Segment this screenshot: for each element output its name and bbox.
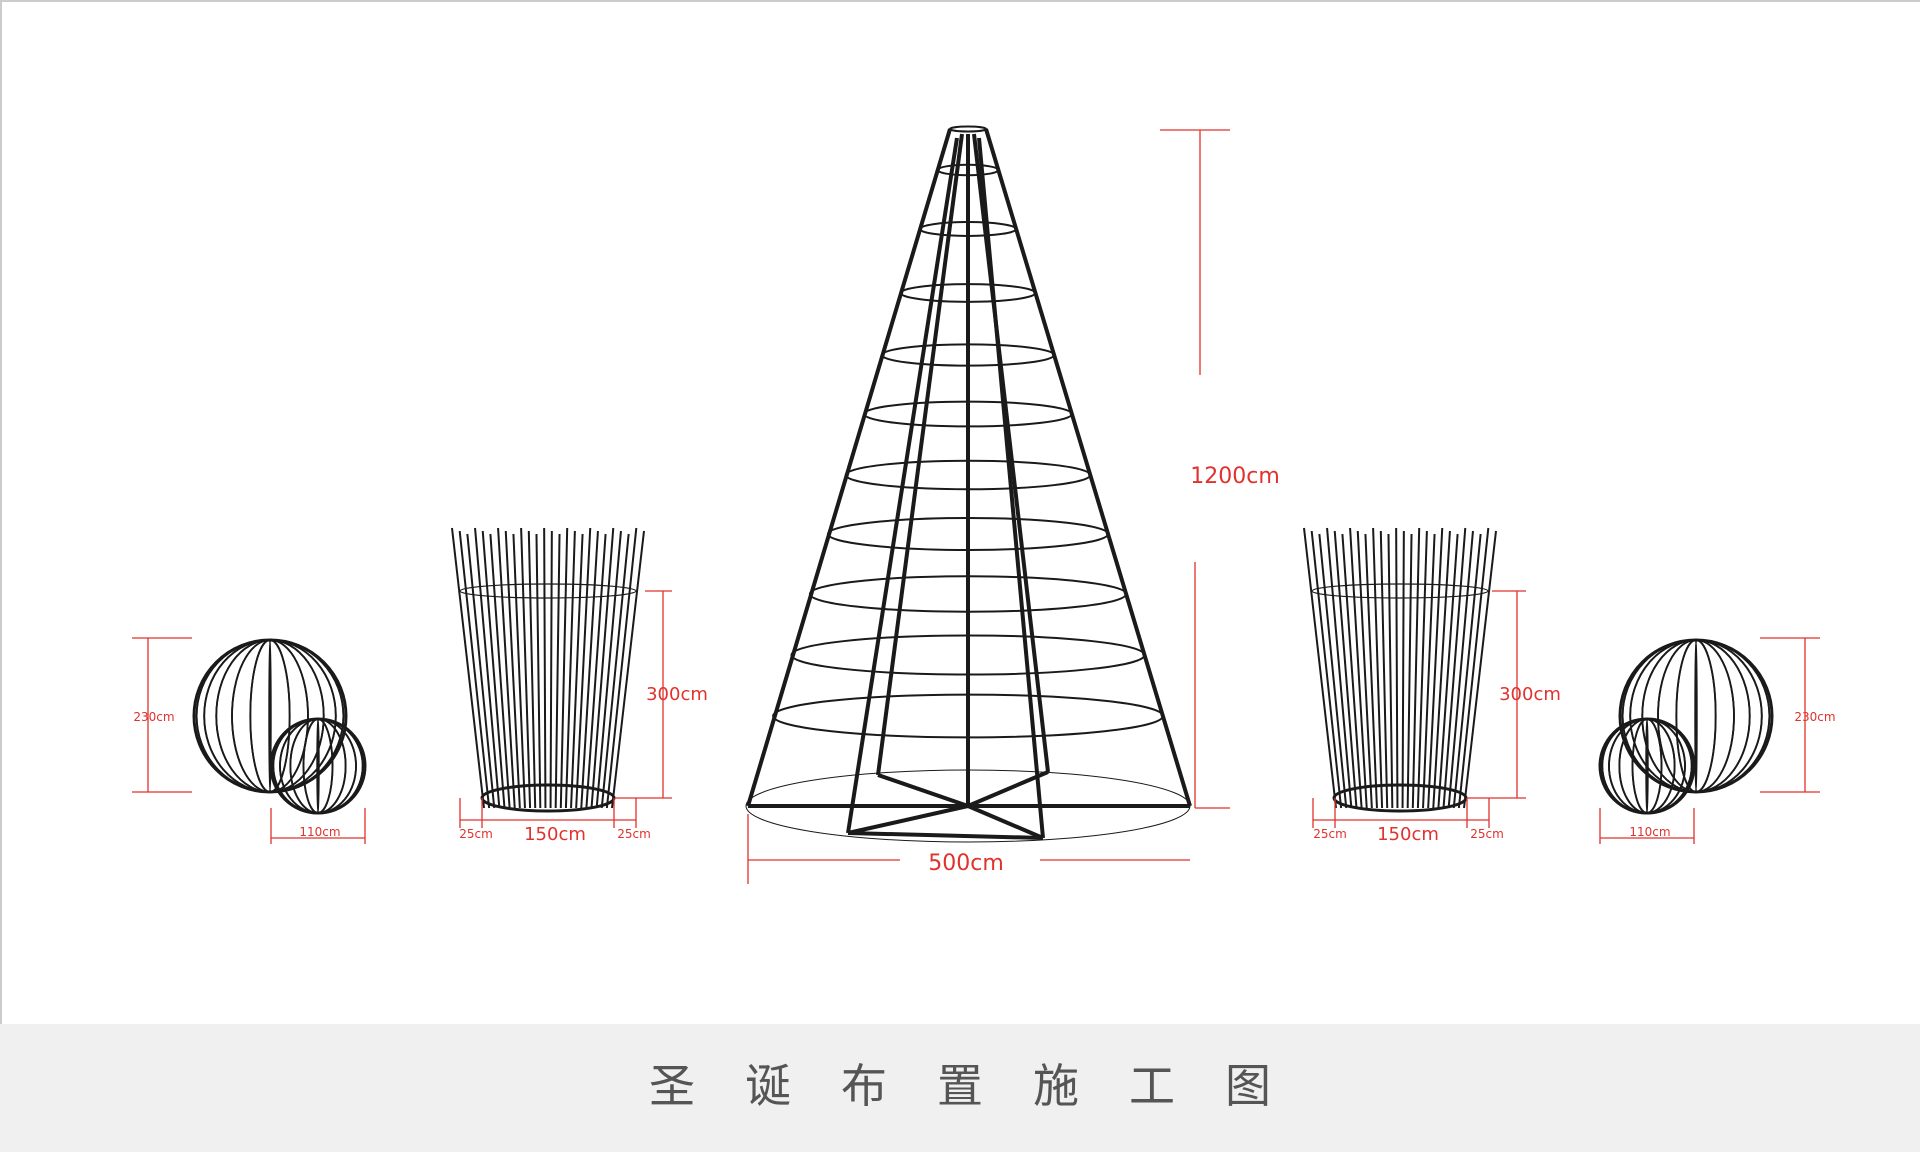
right-basket-height-label: 300cm — [1499, 684, 1561, 705]
basket-rod — [580, 530, 599, 809]
basket-rod — [570, 533, 584, 809]
basket-rod — [575, 527, 592, 809]
basket-rod — [1303, 527, 1337, 809]
left-large-sphere — [192, 638, 348, 794]
drawing-title: 圣诞布置施工图 — [649, 1059, 1321, 1113]
basket-rod — [1372, 527, 1384, 809]
right-sphere-width-label: 110cm — [1629, 825, 1670, 839]
right-basket-dimensions: 300cm 25cm 150cm 25cm — [1312, 590, 1561, 845]
right-large-sphere — [1618, 638, 1774, 794]
left-sphere-dimensions: 230cm 110cm — [132, 637, 366, 844]
tree-top-ring — [949, 125, 987, 133]
basket-rod — [1379, 530, 1389, 809]
basket-rod — [1333, 530, 1358, 809]
sphere-meridian — [1694, 639, 1698, 793]
basket-rod — [605, 527, 638, 809]
basket-rod — [543, 527, 547, 809]
left-small-sphere — [269, 717, 367, 815]
sphere-meridian — [1645, 718, 1649, 814]
basket-rod — [559, 527, 569, 809]
tree-height-dimension: 1200cm — [1160, 129, 1280, 809]
sphere-meridian — [1621, 639, 1771, 793]
basket-rod — [1406, 533, 1413, 809]
basket-rod — [1341, 533, 1363, 809]
right-sphere-height-label: 230cm — [1794, 710, 1835, 724]
basket-rod — [1310, 530, 1343, 809]
left-basket-dimensions: 300cm 25cm 150cm 25cm — [459, 590, 708, 845]
title-band: 圣诞布置施工图 — [0, 1024, 1920, 1152]
basket-rod — [1395, 527, 1399, 809]
basket-rod — [527, 530, 537, 809]
basket-rod — [504, 530, 521, 809]
right-sphere-dimensions: 230cm 110cm — [1599, 637, 1836, 844]
tree-base-label: 500cm — [928, 851, 1004, 876]
left-sphere-width-label: 110cm — [299, 825, 340, 839]
basket-rod — [549, 530, 553, 809]
basket-rod — [1401, 530, 1405, 809]
basket-rod — [481, 530, 506, 809]
left-sphere-height-label: 230cm — [133, 710, 174, 724]
right-basket-margin-left-label: 25cm — [1313, 827, 1347, 841]
right-basket-width-label: 150cm — [1377, 824, 1439, 845]
basket-rod — [1457, 527, 1490, 809]
left-basket-height-label: 300cm — [646, 684, 708, 705]
basket-rod — [489, 533, 511, 809]
basket-rod — [564, 530, 576, 809]
sphere-meridian — [316, 718, 320, 814]
basket-rod — [1447, 530, 1474, 809]
basket-rod — [1387, 533, 1394, 809]
basket-rod — [1349, 527, 1368, 809]
basket-rod — [600, 533, 630, 809]
basket-rod — [474, 527, 501, 809]
basket-rod — [466, 533, 496, 809]
basket-rod — [1326, 527, 1353, 809]
basket-rod — [590, 527, 615, 809]
right-basket-margin-right-label: 25cm — [1470, 827, 1504, 841]
left-basket-margin-right-label: 25cm — [617, 827, 651, 841]
tree-height-label: 1200cm — [1190, 464, 1280, 489]
basket-rod — [554, 533, 561, 809]
basket-rod — [595, 530, 622, 809]
tree-base-star — [748, 770, 1190, 840]
sphere-meridian — [1601, 718, 1693, 814]
left-basket-frame — [451, 527, 645, 813]
basket-rod — [1442, 527, 1467, 809]
basket-rod — [1452, 533, 1482, 809]
tree-base-dimension: 500cm — [747, 814, 1190, 884]
basket-rod — [1437, 533, 1459, 809]
sphere-meridian — [272, 718, 364, 814]
cone-tree-frame — [745, 125, 1192, 843]
basket-rod — [458, 530, 491, 809]
basket-rod — [520, 527, 532, 809]
basket-rod — [1356, 530, 1373, 809]
basket-rod — [535, 533, 542, 809]
drawing-canvas: 1200cm 500cm 300cm 25cm 150cm 25cm 300 — [0, 0, 1920, 1024]
basket-rod — [585, 533, 607, 809]
basket-rod — [611, 530, 645, 809]
basket-rod — [1318, 533, 1348, 809]
basket-rod — [1463, 530, 1497, 809]
basket-rod — [1432, 530, 1451, 809]
left-basket-margin-left-label: 25cm — [459, 827, 493, 841]
basket-rod — [1416, 530, 1428, 809]
tree-inner-legs — [846, 133, 1050, 839]
basket-rod — [497, 527, 516, 809]
basket-rod — [512, 533, 526, 809]
basket-rod — [451, 527, 485, 809]
right-basket-frame — [1303, 527, 1497, 813]
left-basket-width-label: 150cm — [524, 824, 586, 845]
sphere-meridian — [195, 639, 345, 793]
left-basket-rods — [451, 527, 645, 809]
right-small-sphere — [1598, 717, 1696, 815]
basket-rod — [1427, 527, 1444, 809]
right-basket-rods — [1303, 527, 1497, 809]
basket-rod — [1364, 533, 1378, 809]
basket-rod — [1422, 533, 1436, 809]
basket-rod — [1411, 527, 1421, 809]
